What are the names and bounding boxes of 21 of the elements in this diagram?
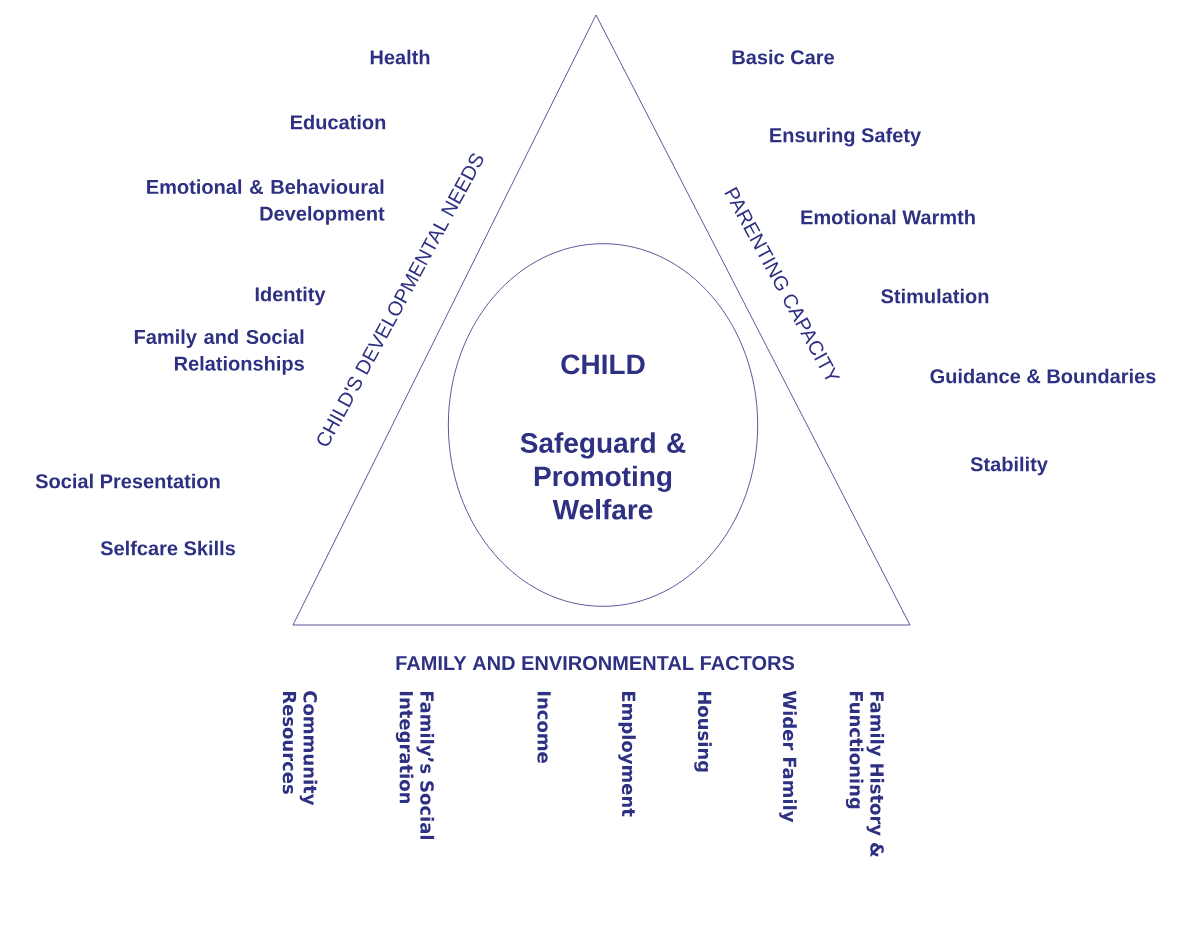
label: Social Presentation [35, 473, 220, 489]
vertical-label: Employment [618, 691, 636, 817]
side-heading: FAMILY AND ENVIRONMENTAL FACTORS [396, 655, 795, 671]
label: Emotional & Behavioural Development [147, 179, 385, 225]
vertical-label: Wider Family [779, 690, 797, 823]
label: Family and Social Relationships [134, 329, 304, 375]
label: Education [291, 114, 386, 130]
label: Guidance & Boundaries [930, 368, 1156, 384]
vertical-label: Family’s Social Integration [395, 691, 435, 840]
label: Stimulation [881, 288, 989, 304]
vertical-label: Housing [694, 691, 712, 772]
vertical-label: Family History & Functioning [845, 691, 885, 857]
vertical-label: Income [537, 691, 551, 763]
label: Emotional Warmth [801, 209, 975, 225]
label: Identity [255, 286, 326, 306]
label: Health [370, 49, 430, 65]
label: Basic Care [732, 49, 834, 65]
label: Selfcare Skills [100, 540, 235, 556]
label: Ensuring Safety [770, 127, 921, 147]
vertical-label: Community Resources [282, 691, 318, 806]
label: Stability [970, 456, 1048, 476]
